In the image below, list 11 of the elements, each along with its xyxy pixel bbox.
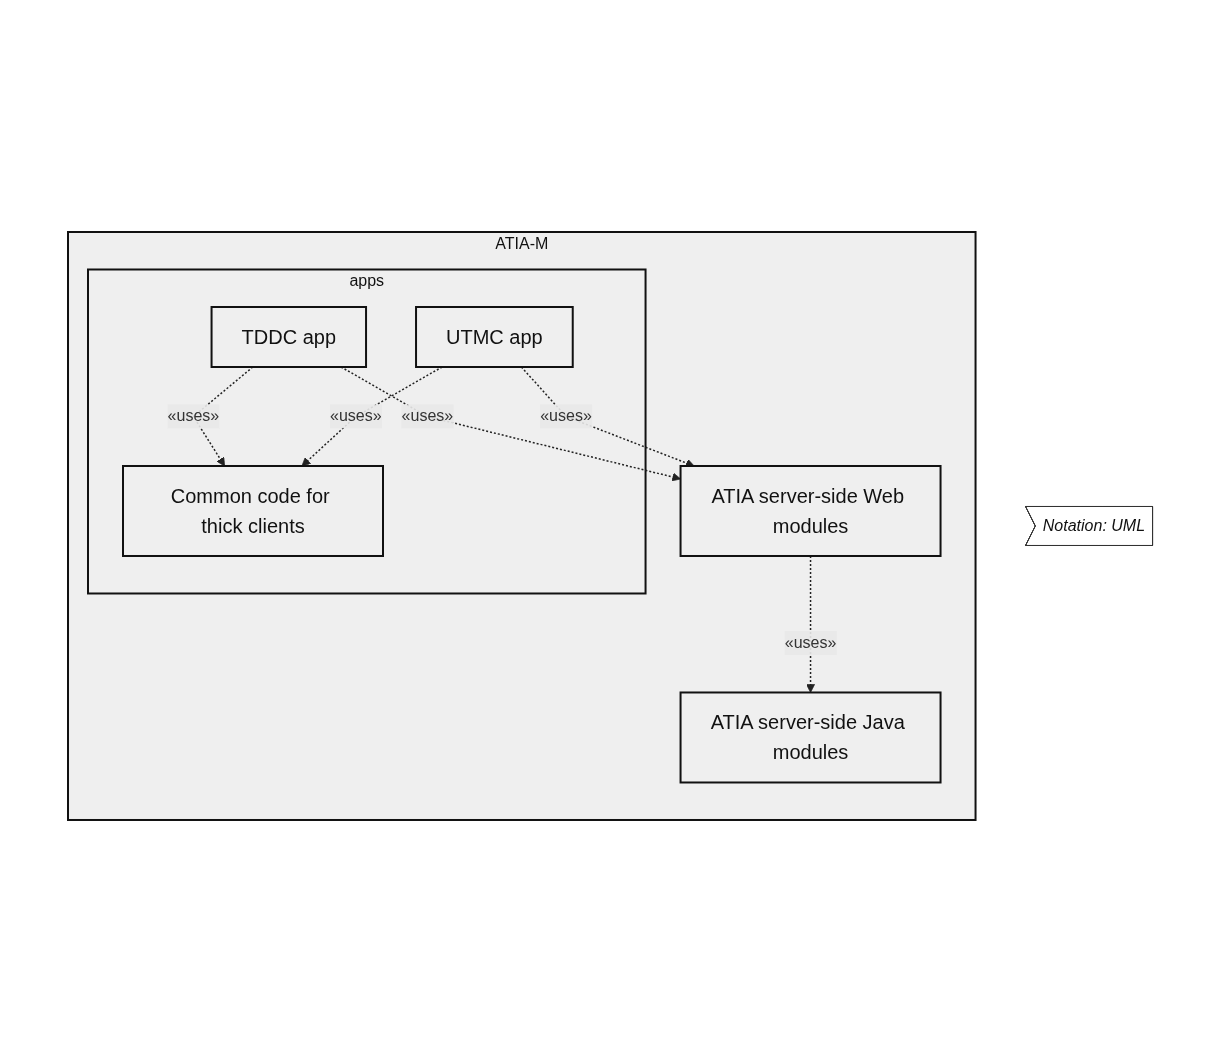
edge-label: «uses»	[329, 407, 382, 425]
node-box: ATIA server-side Web modules	[679, 465, 942, 557]
node-box: UTMC app	[414, 306, 574, 368]
node-box: Common code for thick clients	[121, 465, 384, 557]
node-box: ATIA server-side Java modules	[679, 691, 942, 784]
arrow	[805, 555, 815, 693]
edge-label: «uses»	[784, 633, 837, 651]
edge-label: «uses»	[401, 407, 453, 425]
node-box: TDDC app	[210, 306, 367, 368]
edge-label: «uses»	[167, 407, 219, 425]
edge-label: «uses»	[539, 407, 592, 425]
